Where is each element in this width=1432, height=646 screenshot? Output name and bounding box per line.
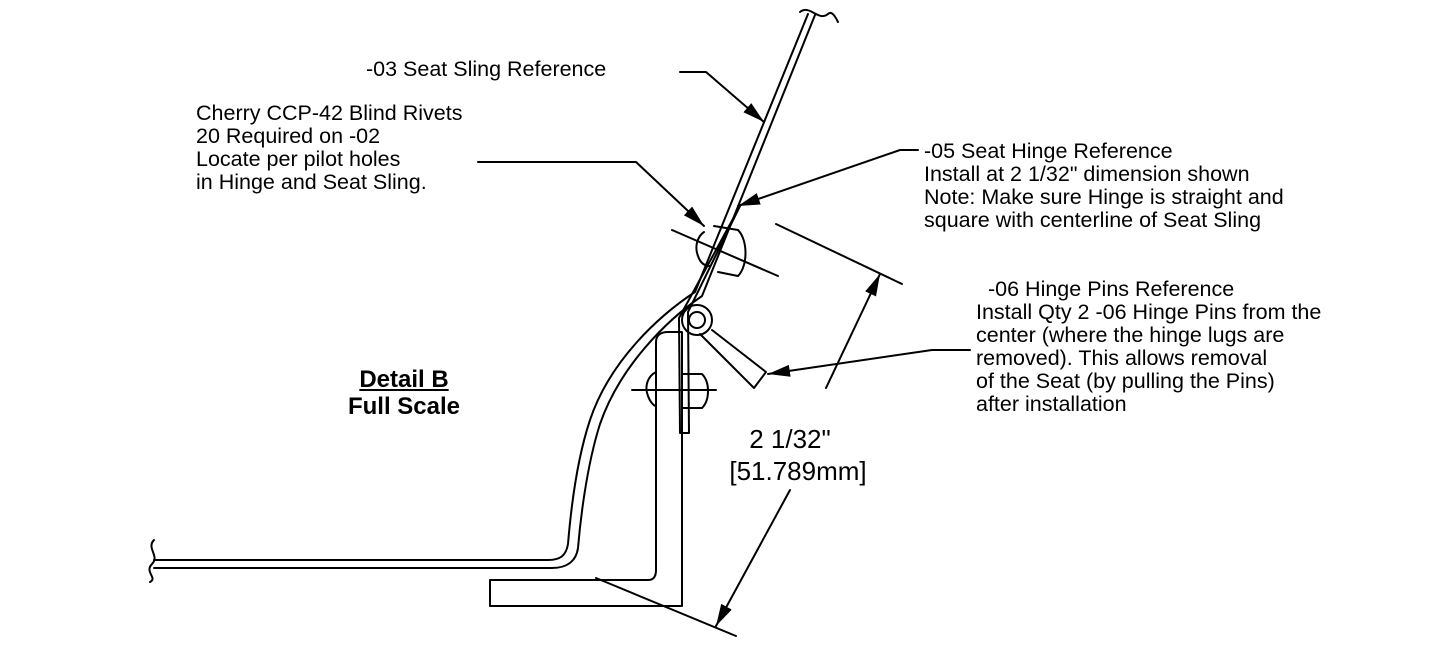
- dimension-imperial: 2 1/32": [749, 424, 831, 454]
- hinge-pins-label-line-3: center (where the hinge lugs are: [976, 323, 1285, 347]
- leader-hinge-pins: [768, 350, 970, 377]
- hinge-knuckle: [682, 305, 766, 388]
- hinge-pins-label-line-1: -06 Hinge Pins Reference: [988, 277, 1235, 301]
- rivets-label-line-4: in Hinge and Seat Sling.: [196, 170, 427, 194]
- seat-hinge-label-line-2: Install at 2 1/32" dimension shown: [924, 162, 1250, 186]
- dimension-extension-bottom: [596, 578, 736, 636]
- seat-hinge-leaf: [679, 206, 740, 433]
- seat-sling-outer: [154, 14, 808, 560]
- dimension-extension-top: [776, 224, 902, 284]
- rivet-lower: [632, 372, 716, 408]
- leader-rivets: [478, 162, 704, 226]
- hinge-pins-label-line-6: after installation: [976, 392, 1127, 416]
- break-mark-top: [800, 10, 838, 22]
- hinge-pins-label-line-4: removed). This allows removal: [976, 346, 1268, 370]
- detail-scale: Full Scale: [347, 393, 461, 420]
- rivets-label-line-1: Cherry CCP-42 Blind Rivets: [196, 101, 463, 125]
- hinge-pins-label-line-5: of the Seat (by pulling the Pins): [976, 369, 1275, 393]
- dimension-line-lower: [716, 490, 790, 626]
- hinge-pins-label-line-2: Install Qty 2 -06 Hinge Pins from the: [976, 300, 1322, 324]
- dimension-line-upper: [826, 274, 880, 388]
- rivet-upper: [672, 226, 778, 276]
- angle-bracket: [490, 332, 682, 606]
- leader-seat-hinge: [738, 150, 918, 206]
- rivets-label-line-3: Locate per pilot holes: [196, 147, 401, 171]
- seat-hinge-label-line-3: Note: Make sure Hinge is straight and: [924, 185, 1284, 209]
- detail-title: Detail B: [359, 366, 449, 393]
- seat-hinge-label-line-1: -05 Seat Hinge Reference: [924, 139, 1173, 163]
- leader-seat-sling: [680, 72, 764, 122]
- seat-sling-inner: [154, 15, 815, 568]
- rivets-label-line-2: 20 Required on -02: [196, 124, 381, 148]
- seat-hinge-label-line-4: square with centerline of Seat Sling: [924, 208, 1262, 232]
- seat-sling-label: -03 Seat Sling Reference: [366, 57, 607, 81]
- dimension-metric: [51.789mm]: [729, 456, 867, 486]
- break-mark-left: [149, 540, 154, 582]
